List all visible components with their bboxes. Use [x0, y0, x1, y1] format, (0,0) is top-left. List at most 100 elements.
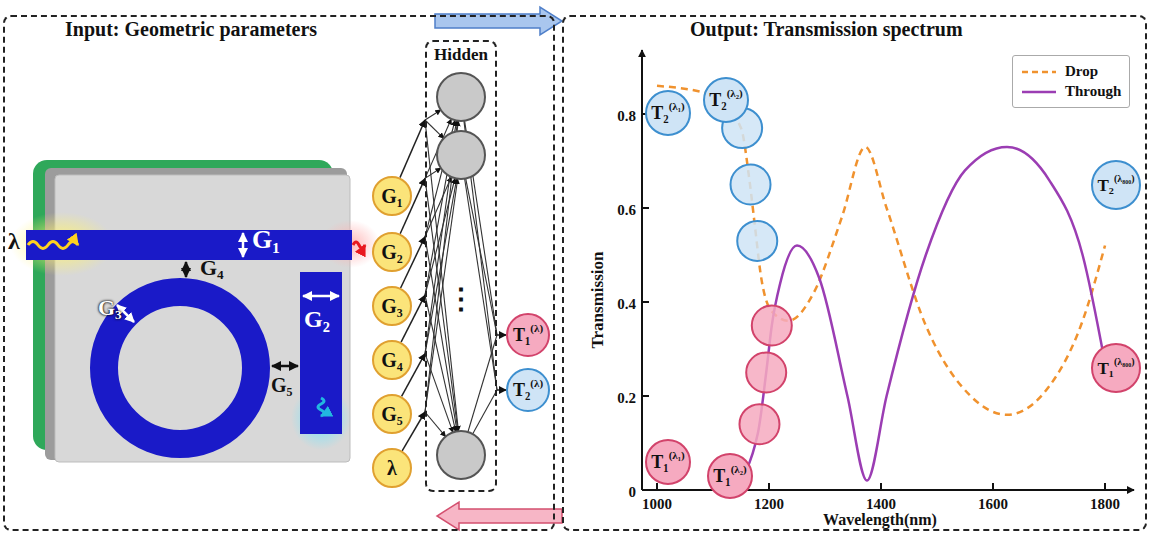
sample-point: T₂(λ₈₀₀) [1091, 160, 1141, 210]
input-neuron: G₂ [372, 232, 412, 272]
y-axis [641, 50, 643, 490]
symbol-text: G₃ [381, 296, 403, 316]
tick-label: 1200 [754, 497, 784, 512]
legend-line [1022, 70, 1056, 73]
chip-surface [55, 175, 350, 462]
input-neuron: λ [372, 448, 412, 488]
panel-title: Output: Transmission spectrum [690, 18, 963, 40]
gap-arrow [185, 262, 188, 277]
dimension-label: G₄ [200, 256, 224, 280]
tick [992, 483, 994, 490]
connection-line [497, 389, 506, 391]
hidden-neuron [437, 131, 485, 179]
symbol-text: T₁ [513, 326, 530, 344]
drop-waveguide [300, 272, 342, 434]
dimension-label: G₂ [304, 306, 330, 332]
input-light-arrow [28, 242, 78, 249]
sample-point: T₁(λ₁) [645, 439, 691, 485]
symbol-row: T₁(λ₈₀₀) [1097, 360, 1134, 377]
symbol-row: T₁(λ₂) [713, 467, 746, 485]
legend-line [1022, 90, 1056, 93]
through-light-arrow [353, 242, 365, 248]
symbol-row: G₁ [381, 186, 403, 206]
tick-label: 0.2 [617, 391, 636, 406]
tick-label: 0.6 [617, 203, 636, 218]
sample-point: T₂(λ₁) [645, 90, 691, 136]
drop-light-arrow [318, 398, 324, 416]
network-link [425, 354, 453, 433]
symbol-row: T₁(λ₁) [651, 453, 684, 471]
tick-label: 1800 [1090, 497, 1120, 512]
network-link [425, 120, 444, 138]
legend-row: Drop [1021, 63, 1121, 80]
symbol-text: G₁ [381, 186, 403, 206]
sample-point [731, 165, 771, 205]
input-panel: Input: Geometric parametersG₁ G₂ G₃ G₄ G₅ λ Hi… [3, 15, 555, 531]
symbol-row: T₂(λ₂) [709, 91, 742, 109]
legend-box: DropThrough [1012, 55, 1130, 108]
output-neuron: T₁(λ) [506, 313, 550, 357]
superscript-text: (λ₈₀₀) [1114, 357, 1135, 367]
network-link [425, 110, 441, 120]
symbol-row: G₄ [381, 350, 403, 370]
symbol-row: T₂(λ) [513, 381, 543, 399]
legend-sample [1021, 87, 1057, 97]
legend-text: Drop [1065, 63, 1098, 80]
tick [642, 207, 649, 209]
hidden-neuron [437, 73, 485, 121]
network-link [425, 179, 457, 354]
panel-title: Input: Geometric parameters [65, 18, 317, 40]
symbol-text: T₂ [513, 381, 530, 399]
superscript-text: (λ₂) [727, 88, 743, 99]
symbol-text: T₁ [1097, 360, 1113, 377]
axis-title: Wavelength(nm) [823, 512, 937, 528]
input-neuron: G₁ [372, 176, 412, 216]
input-neuron: G₃ [372, 286, 412, 326]
layer-title: Hidden [434, 45, 488, 65]
symbol-row: T₂(λ₈₀₀) [1097, 177, 1134, 194]
hidden-layer-box: Hidden⋮ [425, 40, 497, 492]
sample-point [737, 221, 777, 261]
symbol-text: λ [387, 458, 397, 478]
signal-name: λ [8, 228, 20, 254]
network-link [425, 168, 441, 178]
dimension-label: G₁ [252, 226, 280, 255]
dimension-label: G₅ [271, 374, 293, 396]
ring-resonator-chip [10, 160, 380, 462]
sample-point: T₁(λ₂) [707, 453, 753, 499]
network-link [465, 179, 497, 390]
tick [642, 301, 649, 303]
tick [768, 483, 770, 490]
symbol-text: T₁ [651, 453, 668, 471]
sample-point [746, 353, 786, 393]
network-link [425, 412, 446, 437]
sample-point: T₁(λ₈₀₀) [1091, 343, 1141, 393]
drop-curve [657, 86, 1105, 415]
spectrum-curves [657, 86, 1105, 486]
flow-arrow [437, 502, 562, 530]
sample-point: T₂(λ₂) [703, 77, 749, 123]
sample-point [752, 306, 792, 346]
symbol-row: λ [387, 458, 397, 478]
superscript-text: (λ₂) [731, 464, 747, 475]
gap-arrow [272, 365, 298, 368]
connection-line [497, 334, 506, 336]
output-neuron: T₂(λ) [506, 368, 550, 412]
chart-axes [642, 50, 1134, 490]
input-neuron: G₅ [372, 394, 412, 434]
symbol-text: G₄ [381, 350, 403, 370]
width-arrow [303, 295, 339, 298]
network-link [425, 295, 456, 431]
legend-text: Through [1065, 83, 1121, 100]
hidden-neurons [437, 73, 485, 479]
symbol-row: T₁(λ) [513, 326, 543, 344]
input-neuron: G₄ [372, 340, 412, 380]
sample-point [739, 404, 779, 444]
tick-label: 1000 [642, 497, 672, 512]
superscript-text: (λ) [530, 378, 543, 389]
tick [1104, 483, 1106, 490]
through-curve [735, 147, 1105, 485]
symbol-row: G₃ [381, 296, 403, 316]
